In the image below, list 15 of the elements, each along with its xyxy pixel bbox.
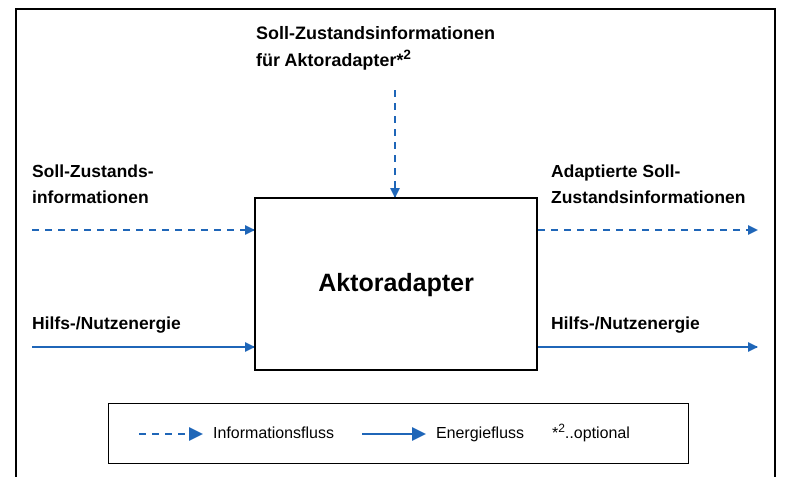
edge-label: Hilfs-/Nutzenergie	[551, 312, 701, 335]
arrow	[32, 342, 255, 352]
edge-label: Soll-Zustands- informationen	[32, 160, 155, 209]
dashed-arrow	[32, 225, 255, 235]
dashed-arrow	[390, 90, 400, 198]
edge-label: Adaptierte Soll- Zustandsinformationen	[551, 160, 746, 209]
legend-text: Informationsfluss	[213, 424, 334, 444]
dashed-arrow	[538, 225, 758, 235]
process-box	[254, 197, 538, 371]
arrow	[538, 342, 758, 352]
legend-text: Energiefluss	[436, 424, 524, 444]
label-text: Soll-Zustandsinformationen für Aktoradapter*$^{2}$	[256, 22, 496, 72]
box-title: Aktoradapter	[318, 268, 474, 300]
footnote-text: *$^{2}$..optional	[552, 422, 630, 444]
edge-label: Hilfs-/Nutzenergie	[32, 312, 182, 335]
